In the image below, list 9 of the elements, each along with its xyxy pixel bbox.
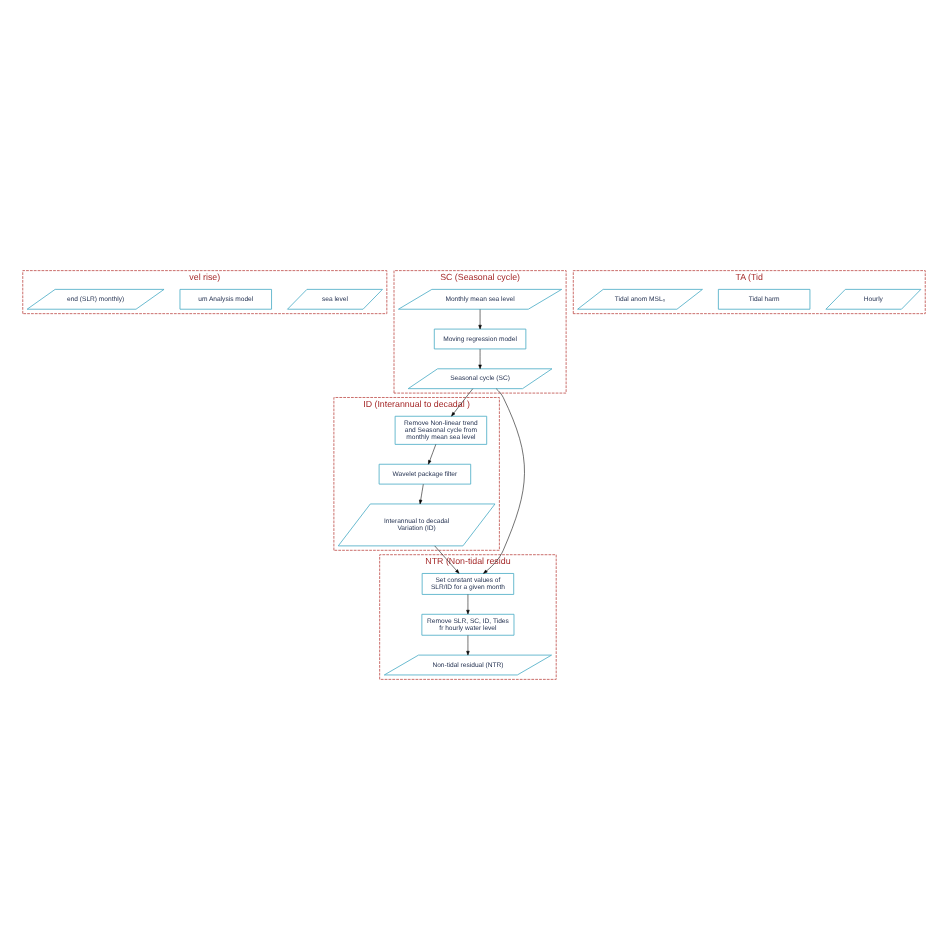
arrow: [419, 483, 424, 504]
arrow: [466, 634, 470, 655]
arrow: [478, 308, 482, 329]
arrow: [451, 387, 473, 416]
arrow: [428, 443, 437, 464]
arrow: [466, 593, 470, 614]
arrow: [434, 544, 460, 573]
arrow: [478, 347, 482, 369]
arrow: [483, 387, 525, 573]
